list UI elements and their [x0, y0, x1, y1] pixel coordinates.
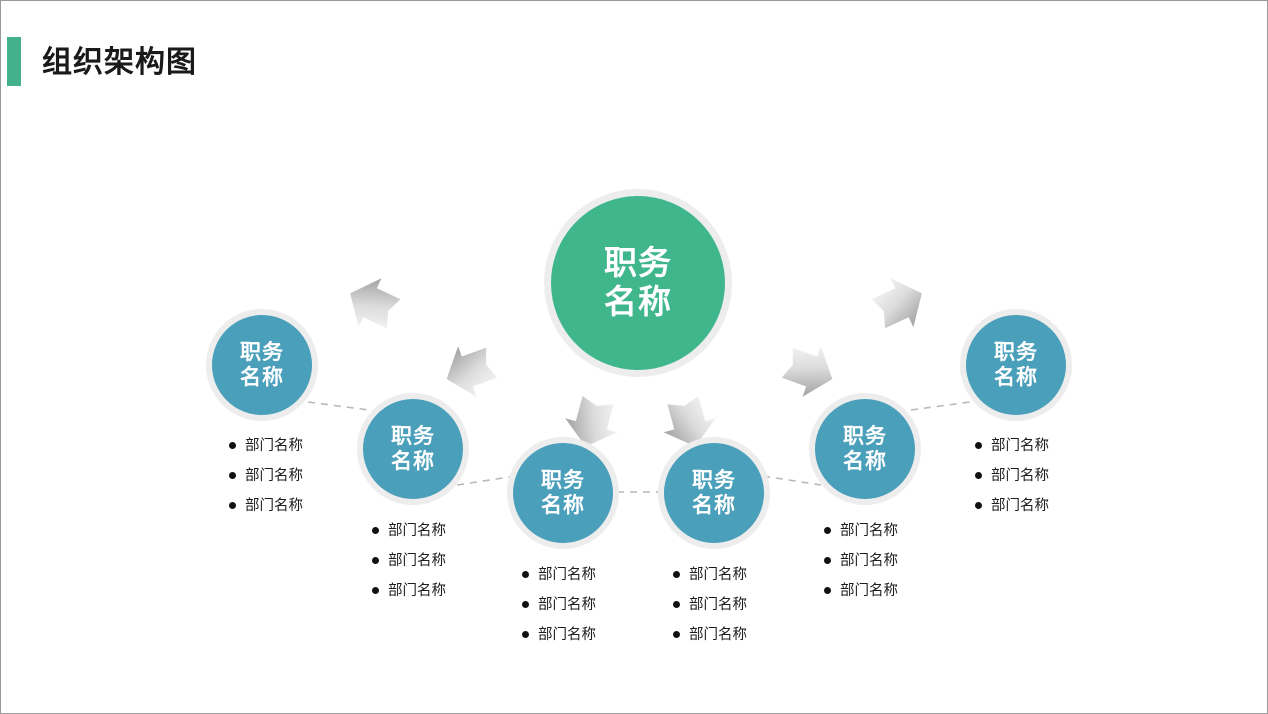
node-6-line1: 职务 — [994, 340, 1038, 365]
bullet-dot-icon — [673, 630, 680, 638]
arrow-left-outer — [350, 278, 401, 329]
list-item: 部门名称 — [229, 491, 303, 521]
page-title: 组织架构图 — [42, 45, 197, 80]
list-item: 部门名称 — [975, 461, 1049, 491]
bullet-dot-icon — [229, 471, 236, 479]
list-item: 部门名称 — [229, 431, 303, 461]
list-item-label: 部门名称 — [388, 583, 446, 599]
node-2-circle[interactable]: 职务 名称 — [357, 393, 469, 505]
list-item: 部门名称 — [673, 620, 747, 650]
node-2-line2: 名称 — [391, 449, 435, 473]
node-4-line1: 职务 — [692, 468, 736, 493]
list-item-label: 部门名称 — [840, 553, 898, 569]
list-item: 部门名称 — [975, 491, 1049, 521]
list-item-label: 部门名称 — [840, 523, 898, 539]
connector-4-5 — [762, 475, 822, 486]
list-item-label: 部门名称 — [689, 627, 747, 643]
list-item-label: 部门名称 — [388, 523, 446, 539]
bullet-dot-icon — [673, 570, 680, 578]
list-item-label: 部门名称 — [689, 567, 747, 583]
node-1-bullets: 部门名称 部门名称 部门名称 — [229, 431, 303, 521]
list-item-label: 部门名称 — [538, 597, 596, 613]
node-4-bullets: 部门名称 部门名称 部门名称 — [673, 560, 747, 650]
bullet-dot-icon — [824, 526, 831, 534]
node-5-bullets: 部门名称 部门名称 部门名称 — [824, 516, 898, 606]
list-item-label: 部门名称 — [538, 627, 596, 643]
node-1-line1: 职务 — [240, 340, 284, 365]
list-item: 部门名称 — [372, 576, 446, 606]
bullet-dot-icon — [975, 471, 982, 479]
node-center-line2: 名称 — [604, 282, 672, 321]
bullet-dot-icon — [522, 600, 529, 608]
bullet-dot-icon — [372, 556, 379, 564]
node-center-circle[interactable]: 职务 名称 — [544, 189, 732, 377]
node-1-line2: 名称 — [240, 365, 284, 389]
node-3-line1: 职务 — [541, 468, 585, 493]
list-item-label: 部门名称 — [689, 597, 747, 613]
list-item: 部门名称 — [673, 560, 747, 590]
list-item-label: 部门名称 — [388, 553, 446, 569]
bullet-dot-icon — [673, 600, 680, 608]
list-item: 部门名称 — [372, 516, 446, 546]
node-6-line2: 名称 — [994, 365, 1038, 389]
node-3-circle[interactable]: 职务 名称 — [507, 437, 619, 549]
node-2-line1: 职务 — [391, 424, 435, 449]
node-1-circle[interactable]: 职务 名称 — [206, 309, 318, 421]
list-item: 部门名称 — [975, 431, 1049, 461]
bullet-dot-icon — [372, 586, 379, 594]
node-4-circle[interactable]: 职务 名称 — [658, 437, 770, 549]
list-item-label: 部门名称 — [245, 498, 303, 514]
bullet-dot-icon — [824, 586, 831, 594]
bullet-dot-icon — [975, 441, 982, 449]
list-item-label: 部门名称 — [840, 583, 898, 599]
list-item: 部门名称 — [824, 576, 898, 606]
bullet-dot-icon — [372, 526, 379, 534]
node-3-bullets: 部门名称 部门名称 部门名称 — [522, 560, 596, 650]
list-item: 部门名称 — [824, 546, 898, 576]
list-item: 部门名称 — [522, 560, 596, 590]
list-item: 部门名称 — [372, 546, 446, 576]
node-6-bullets: 部门名称 部门名称 部门名称 — [975, 431, 1049, 521]
list-item-label: 部门名称 — [538, 567, 596, 583]
connector-1-2 — [307, 401, 370, 411]
title-accent-bar — [7, 37, 21, 86]
arrow-right-inner — [781, 346, 833, 397]
list-item-label: 部门名称 — [991, 468, 1049, 484]
node-5-line2: 名称 — [843, 449, 887, 473]
bullet-dot-icon — [522, 570, 529, 578]
list-item-label: 部门名称 — [245, 468, 303, 484]
list-item: 部门名称 — [229, 461, 303, 491]
bullet-dot-icon — [975, 501, 982, 509]
list-item: 部门名称 — [522, 590, 596, 620]
list-item-label: 部门名称 — [991, 498, 1049, 514]
list-item: 部门名称 — [673, 590, 747, 620]
bullet-dot-icon — [229, 441, 236, 449]
node-5-circle[interactable]: 职务 名称 — [809, 393, 921, 505]
node-2-bullets: 部门名称 部门名称 部门名称 — [372, 516, 446, 606]
node-5-line1: 职务 — [843, 424, 887, 449]
connector-5-6 — [910, 401, 971, 411]
list-item-label: 部门名称 — [991, 438, 1049, 454]
arrow-left-inner — [446, 346, 498, 397]
list-item: 部门名称 — [522, 620, 596, 650]
list-item-label: 部门名称 — [245, 438, 303, 454]
node-3-line2: 名称 — [541, 493, 585, 517]
node-4-line2: 名称 — [692, 493, 736, 517]
bullet-dot-icon — [229, 501, 236, 509]
node-6-circle[interactable]: 职务 名称 — [960, 309, 1072, 421]
arrow-right-outer — [871, 278, 922, 329]
list-item: 部门名称 — [824, 516, 898, 546]
node-center-line1: 职务 — [604, 243, 672, 283]
bullet-dot-icon — [824, 556, 831, 564]
bullet-dot-icon — [522, 630, 529, 638]
